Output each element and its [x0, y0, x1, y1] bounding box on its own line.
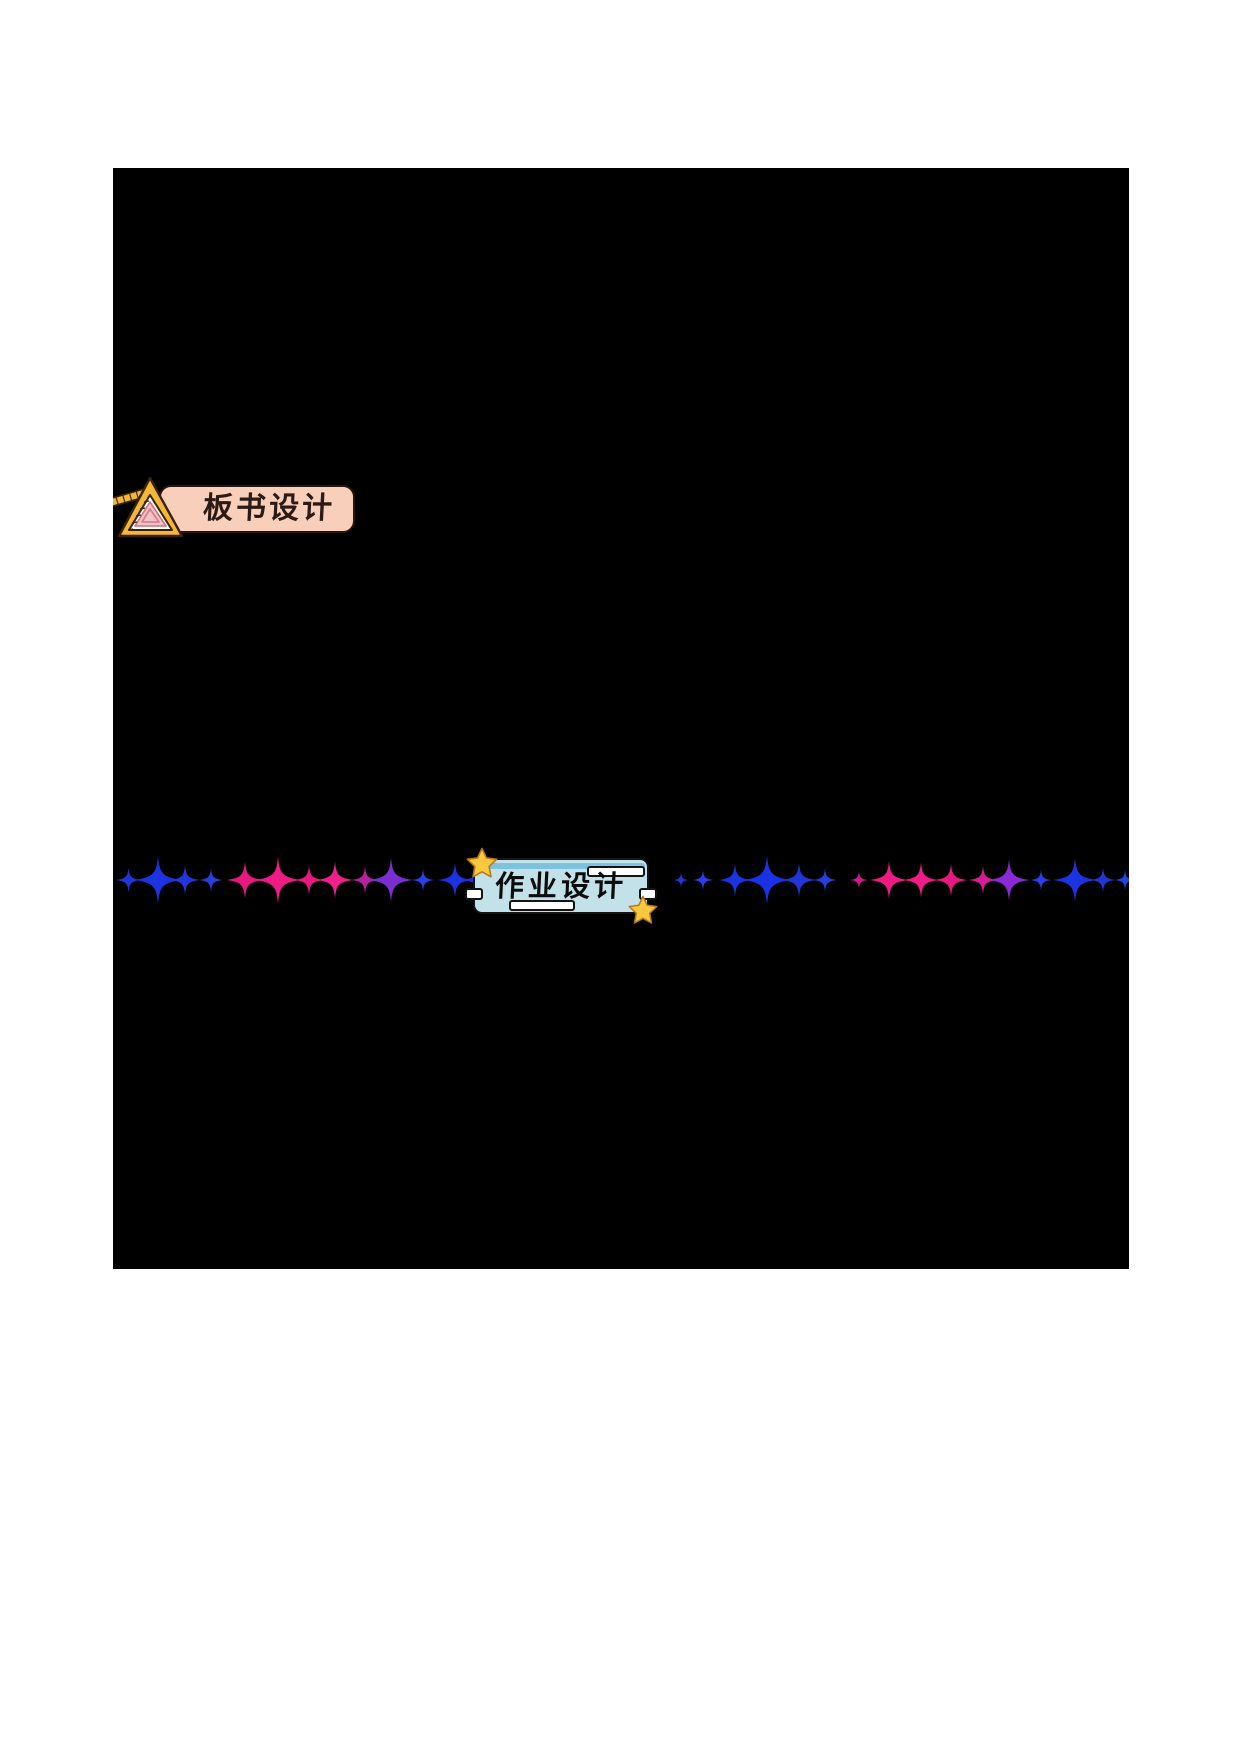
- section-homework-design: 作业设计: [465, 846, 658, 924]
- slide-canvas: 板书设计: [113, 168, 1129, 1269]
- badge-accent-bar: [481, 863, 645, 869]
- blackboard-design-label: 板书设计: [202, 491, 336, 526]
- badge-tab-mid-left: [465, 888, 483, 900]
- blackboard-design-chip: 板书设计: [159, 485, 355, 533]
- section-blackboard-design: 板书设计: [113, 473, 355, 545]
- star-icon-bottom-right: [627, 894, 659, 930]
- star-icon-top-left: [465, 846, 499, 884]
- badge-tab-bottom-left: [509, 900, 575, 911]
- badge-tab-top-right: [587, 866, 645, 877]
- triangle-ruler-icon: [113, 473, 187, 545]
- homework-design-label: 作业设计: [494, 868, 628, 903]
- homework-design-badge: 作业设计: [465, 858, 657, 914]
